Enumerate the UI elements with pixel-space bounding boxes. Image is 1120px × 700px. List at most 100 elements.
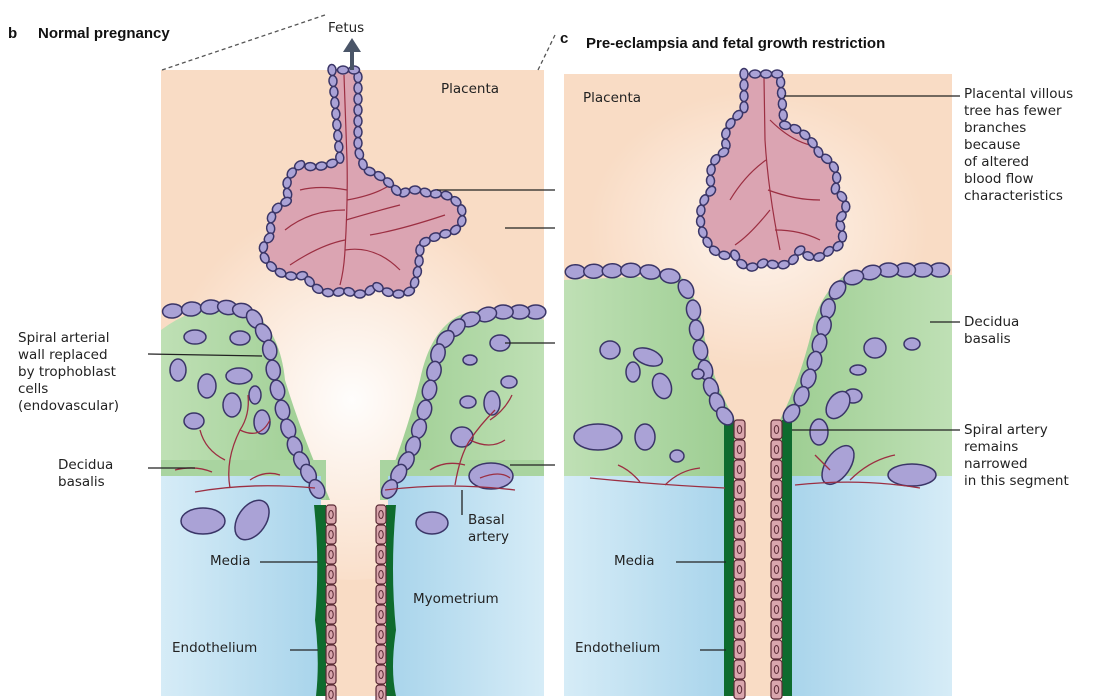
endothelium-right-b bbox=[376, 505, 386, 700]
endothelium-label-c: Endothelium bbox=[575, 640, 660, 657]
endothelial-cell bbox=[326, 565, 336, 584]
trophoblast-cell bbox=[338, 66, 349, 74]
endothelial-cell bbox=[771, 560, 782, 579]
endothelial-cell bbox=[376, 585, 386, 604]
trophoblast-cell bbox=[285, 271, 297, 280]
myometrium-right-b bbox=[388, 476, 544, 696]
endothelial-cell bbox=[326, 645, 336, 664]
endothelial-cell bbox=[734, 660, 745, 679]
trophoblast-cell bbox=[696, 216, 705, 228]
fetus-arrowhead-b bbox=[343, 38, 361, 52]
trophoblast-cell bbox=[354, 94, 362, 105]
trophoblast-cell bbox=[409, 186, 420, 194]
endothelial-cell bbox=[771, 600, 782, 619]
endothelial-cell bbox=[771, 440, 782, 459]
media-right-c bbox=[782, 420, 792, 696]
endothelial-cell bbox=[326, 665, 336, 684]
myometrium-label: Myometrium bbox=[413, 591, 499, 608]
endothelium-label-b: Endothelium bbox=[172, 640, 257, 657]
fetus-label: Fetus bbox=[328, 20, 364, 37]
endothelial-cell bbox=[376, 645, 386, 664]
trophoblast-cell bbox=[332, 119, 341, 131]
panel-b-title: Normal pregnancy bbox=[38, 25, 170, 42]
endothelial-cell bbox=[734, 480, 745, 499]
trophoblast-cell bbox=[565, 264, 585, 279]
endothelial-cell bbox=[326, 685, 336, 700]
trophoblast-cell bbox=[706, 175, 715, 187]
decidua-label-c: Decidua basalis bbox=[964, 314, 1019, 348]
villous-tree-label: Placental villous tree has fewer branche… bbox=[964, 86, 1073, 205]
endothelial-cell bbox=[771, 660, 782, 679]
endothelial-cell bbox=[376, 525, 386, 544]
endothelial-cell bbox=[734, 620, 745, 639]
trophoblast-cell bbox=[761, 70, 772, 78]
endothelial-cell bbox=[734, 580, 745, 599]
trophoblast-cell bbox=[354, 105, 362, 116]
myometrium-right-c bbox=[788, 476, 952, 696]
trophoblast-cell bbox=[832, 172, 841, 183]
panel-c bbox=[564, 69, 960, 700]
endothelial-cell bbox=[326, 585, 336, 604]
trophoblast-cell bbox=[333, 130, 342, 142]
trophoblast-cell bbox=[329, 75, 338, 87]
endothelial-cell bbox=[376, 605, 386, 624]
endothelial-cell bbox=[326, 525, 336, 544]
endothelium-left-b bbox=[326, 505, 336, 700]
trophoblast-cell bbox=[779, 109, 788, 121]
trophoblast-cell bbox=[354, 138, 362, 149]
endothelial-cell bbox=[734, 440, 745, 459]
endothelial-cell bbox=[771, 500, 782, 519]
endothelial-cell bbox=[734, 420, 745, 439]
trophoblast-cell bbox=[772, 70, 783, 78]
myometrium-left-c bbox=[564, 476, 730, 696]
trophoblast-cell bbox=[621, 263, 641, 278]
trophoblast-cell bbox=[740, 80, 748, 91]
endothelial-cell bbox=[771, 520, 782, 539]
endothelial-cell bbox=[771, 480, 782, 499]
endothelial-cell bbox=[326, 605, 336, 624]
endothelial-cell bbox=[376, 625, 386, 644]
endothelial-cell bbox=[734, 560, 745, 579]
trophoblast-cell bbox=[330, 97, 339, 109]
decidua-label-b: Decidua basalis bbox=[58, 457, 113, 491]
endothelial-cell bbox=[376, 505, 386, 524]
trophoblast-cell bbox=[354, 290, 365, 299]
trophoblast-cell bbox=[740, 69, 748, 80]
endothelial-cell bbox=[734, 600, 745, 619]
endothelial-cell bbox=[326, 545, 336, 564]
endothelial-cell bbox=[734, 520, 745, 539]
endothelial-cell bbox=[734, 640, 745, 659]
panel-c-title: Pre-eclampsia and fetal growth restricti… bbox=[586, 35, 885, 52]
endothelial-cell bbox=[771, 620, 782, 639]
trophoblast-cell bbox=[329, 86, 338, 98]
media-label-b: Media bbox=[210, 553, 251, 570]
trophoblast-cell bbox=[750, 70, 761, 78]
basal-artery-label: Basal artery bbox=[468, 512, 509, 546]
trophoblast-cell bbox=[430, 189, 442, 198]
panel-b-letter: b bbox=[8, 25, 17, 42]
dashed-line-left bbox=[162, 15, 325, 70]
endothelial-cell bbox=[734, 460, 745, 479]
panel-c-letter: c bbox=[560, 30, 568, 47]
media-label-c: Media bbox=[614, 553, 655, 570]
myometrium-left-b bbox=[161, 476, 321, 696]
endothelial-cell bbox=[771, 420, 782, 439]
endothelial-cell bbox=[734, 680, 745, 699]
spiral-wall-label: Spiral arterial wall replaced by trophob… bbox=[18, 330, 119, 415]
trophoblast-cell bbox=[334, 141, 343, 153]
dashed-line-right bbox=[538, 35, 555, 70]
trophoblast-cell bbox=[602, 263, 622, 278]
endothelial-cell bbox=[376, 545, 386, 564]
trophoblast-cell bbox=[354, 83, 362, 94]
trophoblast-cell bbox=[393, 290, 404, 298]
endothelial-cell bbox=[376, 685, 386, 700]
endothelial-cell bbox=[376, 565, 386, 584]
trophoblast-cell bbox=[740, 91, 748, 102]
trophoblast-cell bbox=[354, 127, 362, 138]
endothelial-cell bbox=[771, 540, 782, 559]
trophoblast-cell bbox=[354, 116, 362, 127]
trophoblast-cell bbox=[838, 231, 846, 242]
trophoblast-cell bbox=[331, 108, 340, 120]
trophoblast-cell bbox=[778, 98, 787, 110]
